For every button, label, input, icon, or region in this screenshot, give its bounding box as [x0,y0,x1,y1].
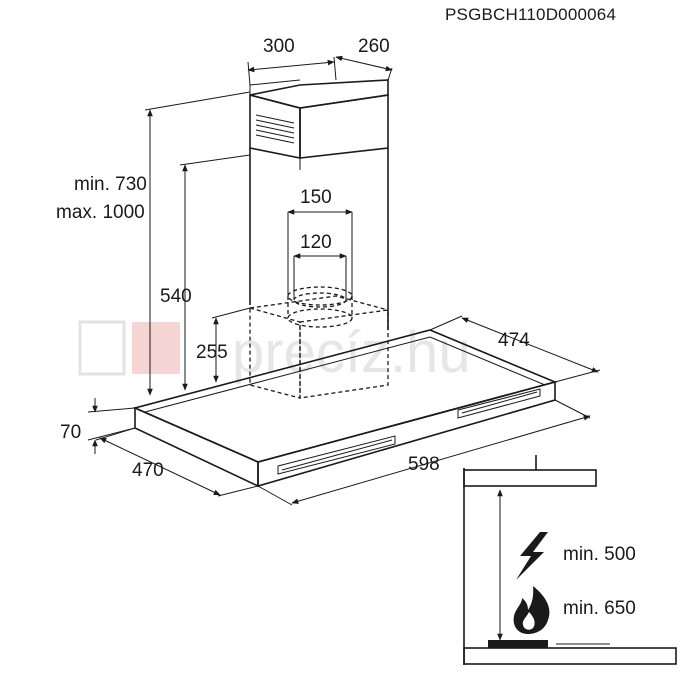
dim-duct: 150 120 [287,187,353,300]
label-hood-depth: 470 [132,460,164,481]
label-height-max: max. 1000 [56,202,145,223]
label-hood-side-depth: 474 [498,330,530,351]
dim-chimney-height: 540 [160,154,251,391]
label-duct-inner: 120 [300,232,332,253]
motor-box [249,295,389,399]
dim-hood-width: 598 [257,399,591,506]
label-chimney-depth: 260 [358,36,390,57]
dim-hood-thickness: 70 [60,398,136,454]
label-hood-width: 598 [408,454,440,475]
watermark-text: precíz.hu [232,320,471,385]
chimney-cover [249,79,389,159]
dim-motor-height: 255 [196,307,251,383]
dim-total-height: min. 730 max. 1000 [56,91,251,396]
label-motor-height: 255 [196,342,228,363]
lightning-icon [516,532,548,580]
dim-hood-depth: 470 [95,427,259,497]
dim-chimney-depth: 260 [335,36,393,81]
dim-chimney-width: 300 [247,36,337,86]
dim-hood-side-depth: 474 [429,315,601,383]
label-hood-thickness: 70 [60,422,81,443]
label-height-min: min. 730 [74,174,147,195]
label-electric-clearance: min. 500 [563,544,636,565]
label-chimney-height: 540 [160,286,192,307]
watermark-accent-block [132,322,180,374]
document-code: PSGBCH110D000064 [445,5,616,24]
flame-icon [513,586,550,634]
chimney-body [249,148,389,330]
label-gas-clearance: min. 650 [563,598,636,619]
watermark: precíz.hu [78,320,471,385]
label-duct-outer: 150 [300,187,332,208]
label-chimney-width: 300 [263,36,295,57]
clearance-inset: min. 500 min. 650 [463,455,677,665]
